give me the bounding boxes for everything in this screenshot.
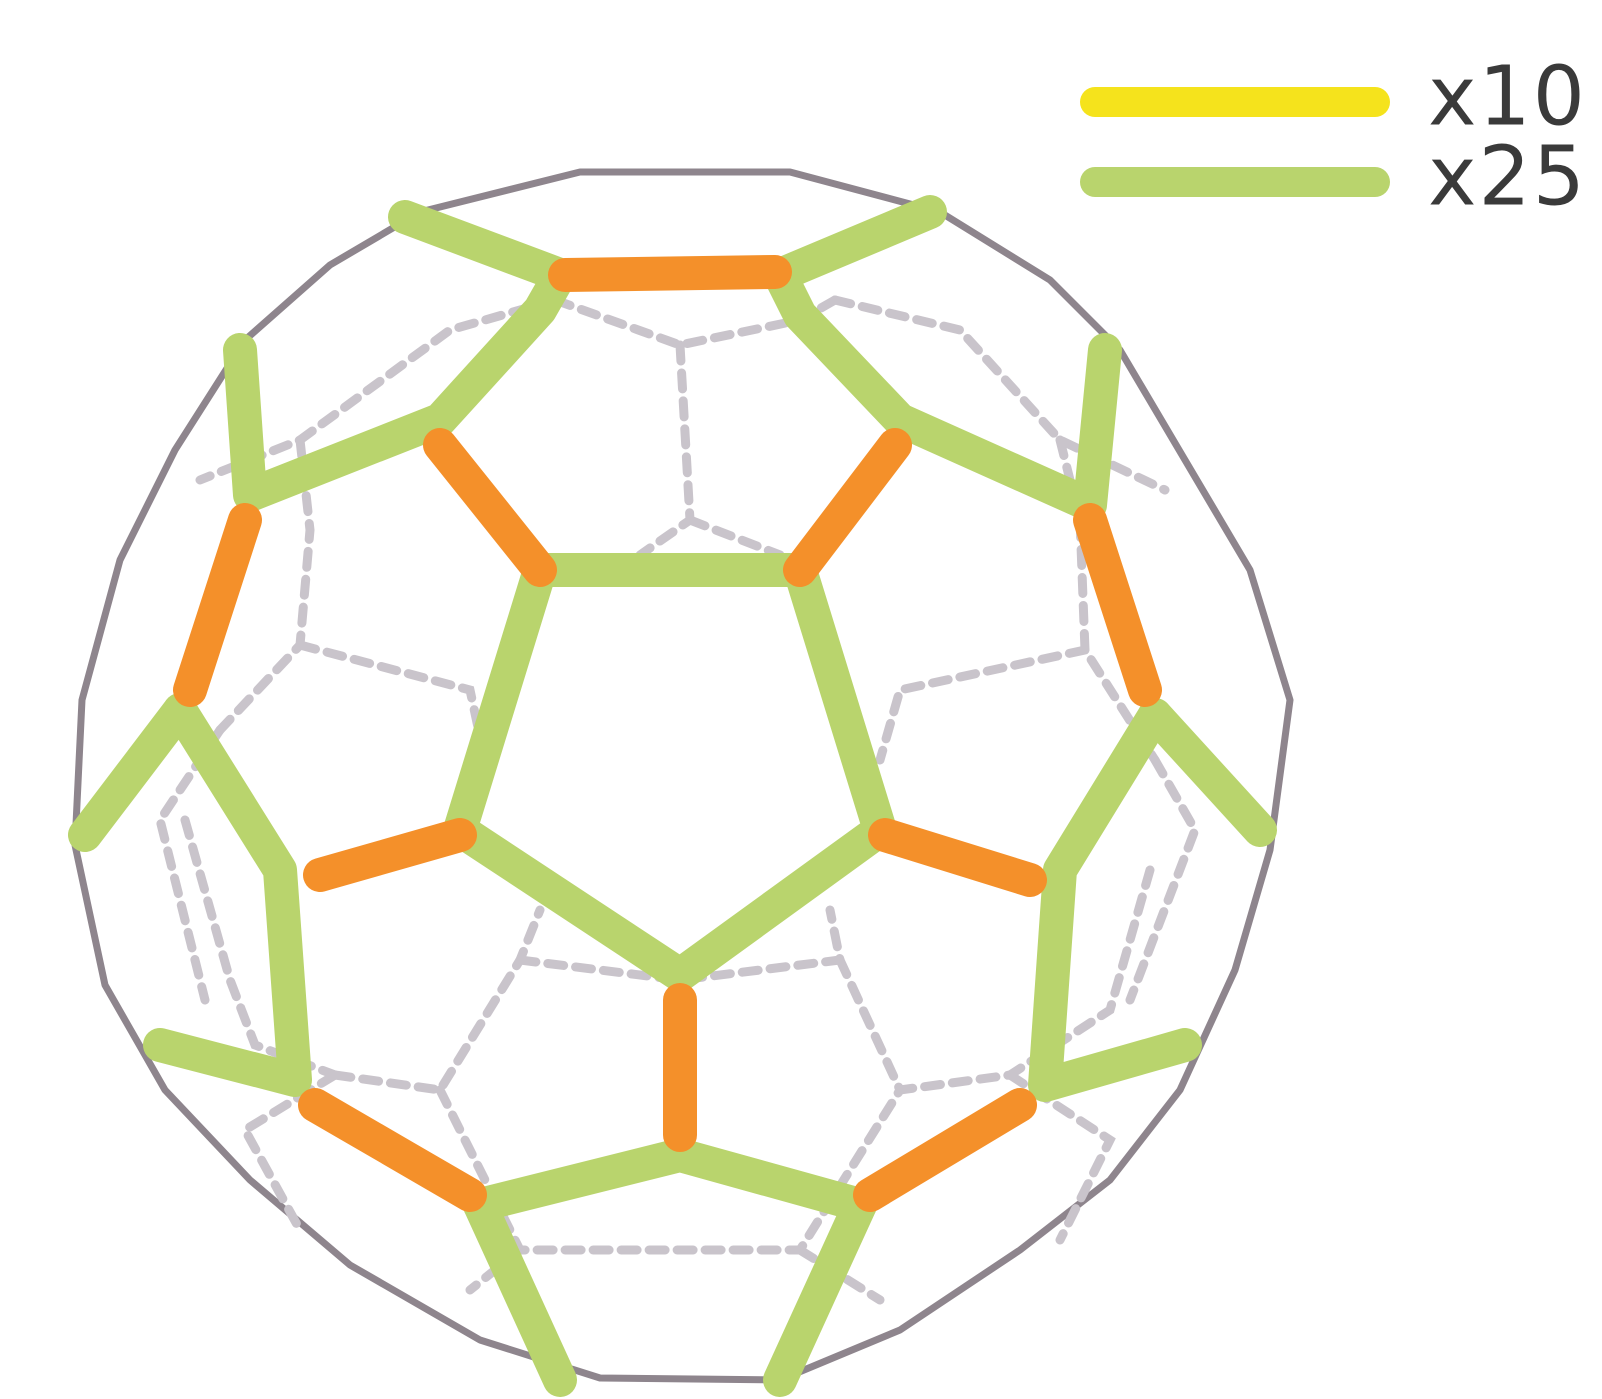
orange-edge xyxy=(885,835,1030,880)
legend-label-green: x25 xyxy=(1428,129,1587,224)
center-pentagon xyxy=(460,570,880,975)
hidden-edge xyxy=(335,910,540,1090)
hidden-edge xyxy=(640,345,690,555)
green-edge xyxy=(780,212,1105,505)
legend: x10 x25 xyxy=(1095,49,1587,224)
orange-edge xyxy=(565,272,775,275)
hidden-edge xyxy=(690,520,780,555)
orange-edge xyxy=(190,520,245,690)
orange-edge xyxy=(870,1105,1020,1195)
orange-edge xyxy=(315,1105,470,1195)
hidden-edge xyxy=(300,645,485,760)
orange-edge xyxy=(440,445,540,570)
orange-edge xyxy=(800,445,895,570)
green-edge xyxy=(240,217,560,495)
green-edge xyxy=(480,1155,860,1205)
hidden-edge xyxy=(840,960,1010,1090)
hidden-edge xyxy=(1130,760,1195,1000)
hidden-edge xyxy=(880,650,1085,760)
orange-edge xyxy=(320,835,460,875)
green-edge xyxy=(1155,715,1260,830)
